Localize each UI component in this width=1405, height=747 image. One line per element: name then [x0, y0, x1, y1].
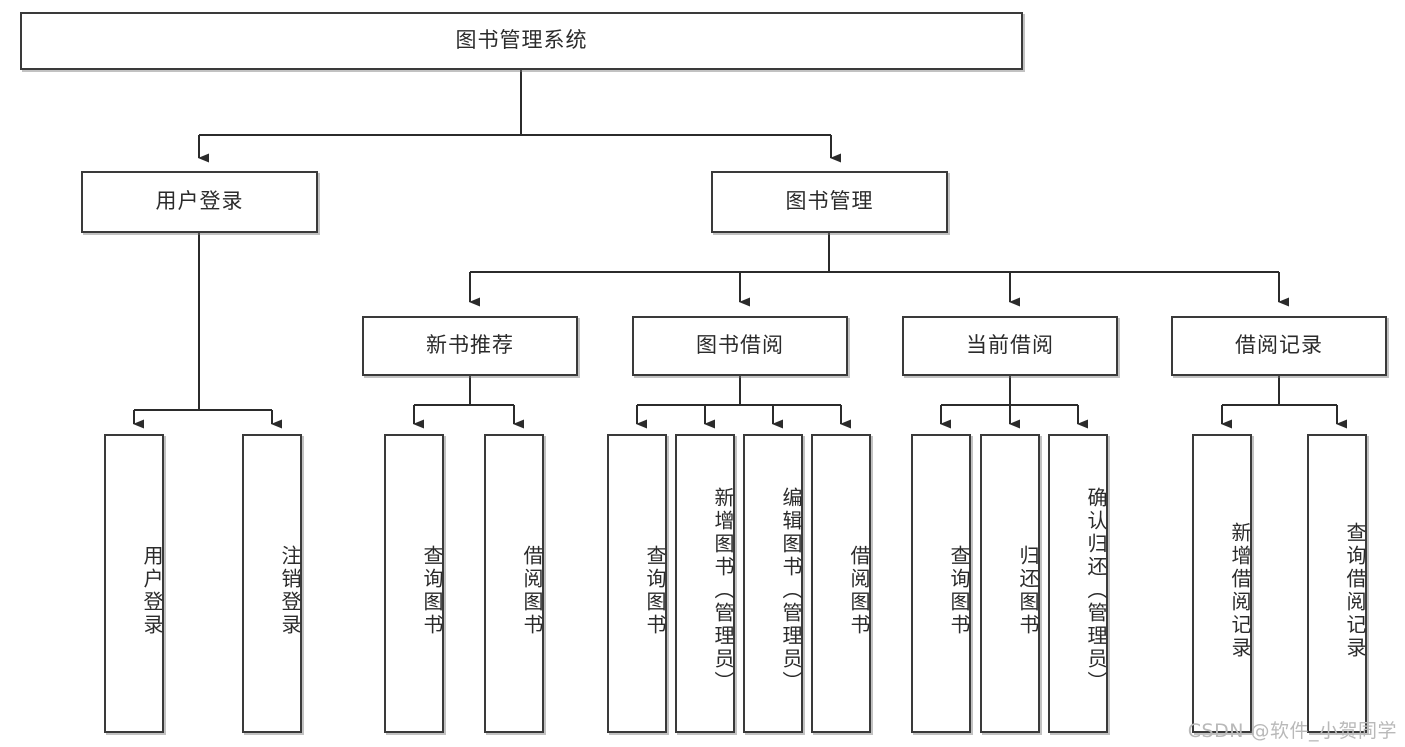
node-book-borrow[interactable]: 图书借阅 [632, 316, 848, 376]
node-user-login-label: 用户登录 [155, 189, 244, 214]
leaf-bb-edit-book[interactable]: 编辑图书（管理员） [743, 434, 803, 733]
leaf-br-query-record[interactable]: 查询借阅记录 [1307, 434, 1367, 733]
leaf-rec-borrow-book[interactable]: 借阅图书 [484, 434, 544, 733]
node-root[interactable]: 图书管理系统 [20, 12, 1023, 70]
leaf-cb-query-book[interactable]: 查询图书 [911, 434, 971, 733]
leaf-rec-query-book[interactable]: 查询图书 [384, 434, 444, 733]
node-root-label: 图书管理系统 [455, 28, 588, 53]
node-borrow-record[interactable]: 借阅记录 [1171, 316, 1387, 376]
leaf-cb-query-book-label: 查询图书 [947, 544, 971, 637]
leaf-br-query-record-label: 查询借阅记录 [1343, 521, 1367, 660]
leaf-bb-add-book-label: 新增图书（管理员） [711, 487, 735, 694]
leaf-bb-add-book[interactable]: 新增图书（管理员） [675, 434, 735, 733]
leaf-logout-login-label: 注销登录 [278, 544, 302, 637]
leaf-br-add-record-label: 新增借阅记录 [1228, 521, 1252, 660]
leaf-bb-query-book[interactable]: 查询图书 [607, 434, 667, 733]
node-borrow-record-label: 借阅记录 [1235, 333, 1323, 358]
leaf-br-add-record[interactable]: 新增借阅记录 [1192, 434, 1252, 733]
leaf-bb-borrow-book-label: 借阅图书 [847, 544, 871, 637]
csdn-watermark: CSDN @软件_小贺同学 [1187, 720, 1397, 742]
node-new-book-recommend-label: 新书推荐 [426, 333, 514, 358]
leaf-rec-borrow-book-label: 借阅图书 [520, 544, 544, 637]
leaf-user-login-label: 用户登录 [140, 544, 164, 637]
leaf-cb-return-book-label: 归还图书 [1016, 544, 1040, 637]
leaf-bb-edit-book-label: 编辑图书（管理员） [779, 487, 803, 694]
leaf-bb-borrow-book[interactable]: 借阅图书 [811, 434, 871, 733]
node-book-borrow-label: 图书借阅 [696, 333, 784, 358]
node-current-borrow[interactable]: 当前借阅 [902, 316, 1118, 376]
leaf-logout-login[interactable]: 注销登录 [242, 434, 302, 733]
node-user-login[interactable]: 用户登录 [81, 171, 318, 233]
node-current-borrow-label: 当前借阅 [966, 333, 1054, 358]
leaf-user-login[interactable]: 用户登录 [104, 434, 164, 733]
leaf-cb-confirm-return[interactable]: 确认归还（管理员） [1048, 434, 1108, 733]
leaf-cb-confirm-return-label: 确认归还（管理员） [1084, 487, 1108, 694]
leaf-rec-query-book-label: 查询图书 [420, 544, 444, 637]
node-book-management[interactable]: 图书管理 [711, 171, 948, 233]
node-new-book-recommend[interactable]: 新书推荐 [362, 316, 578, 376]
leaf-bb-query-book-label: 查询图书 [643, 544, 667, 637]
leaf-cb-return-book[interactable]: 归还图书 [980, 434, 1040, 733]
node-book-management-label: 图书管理 [785, 189, 874, 214]
